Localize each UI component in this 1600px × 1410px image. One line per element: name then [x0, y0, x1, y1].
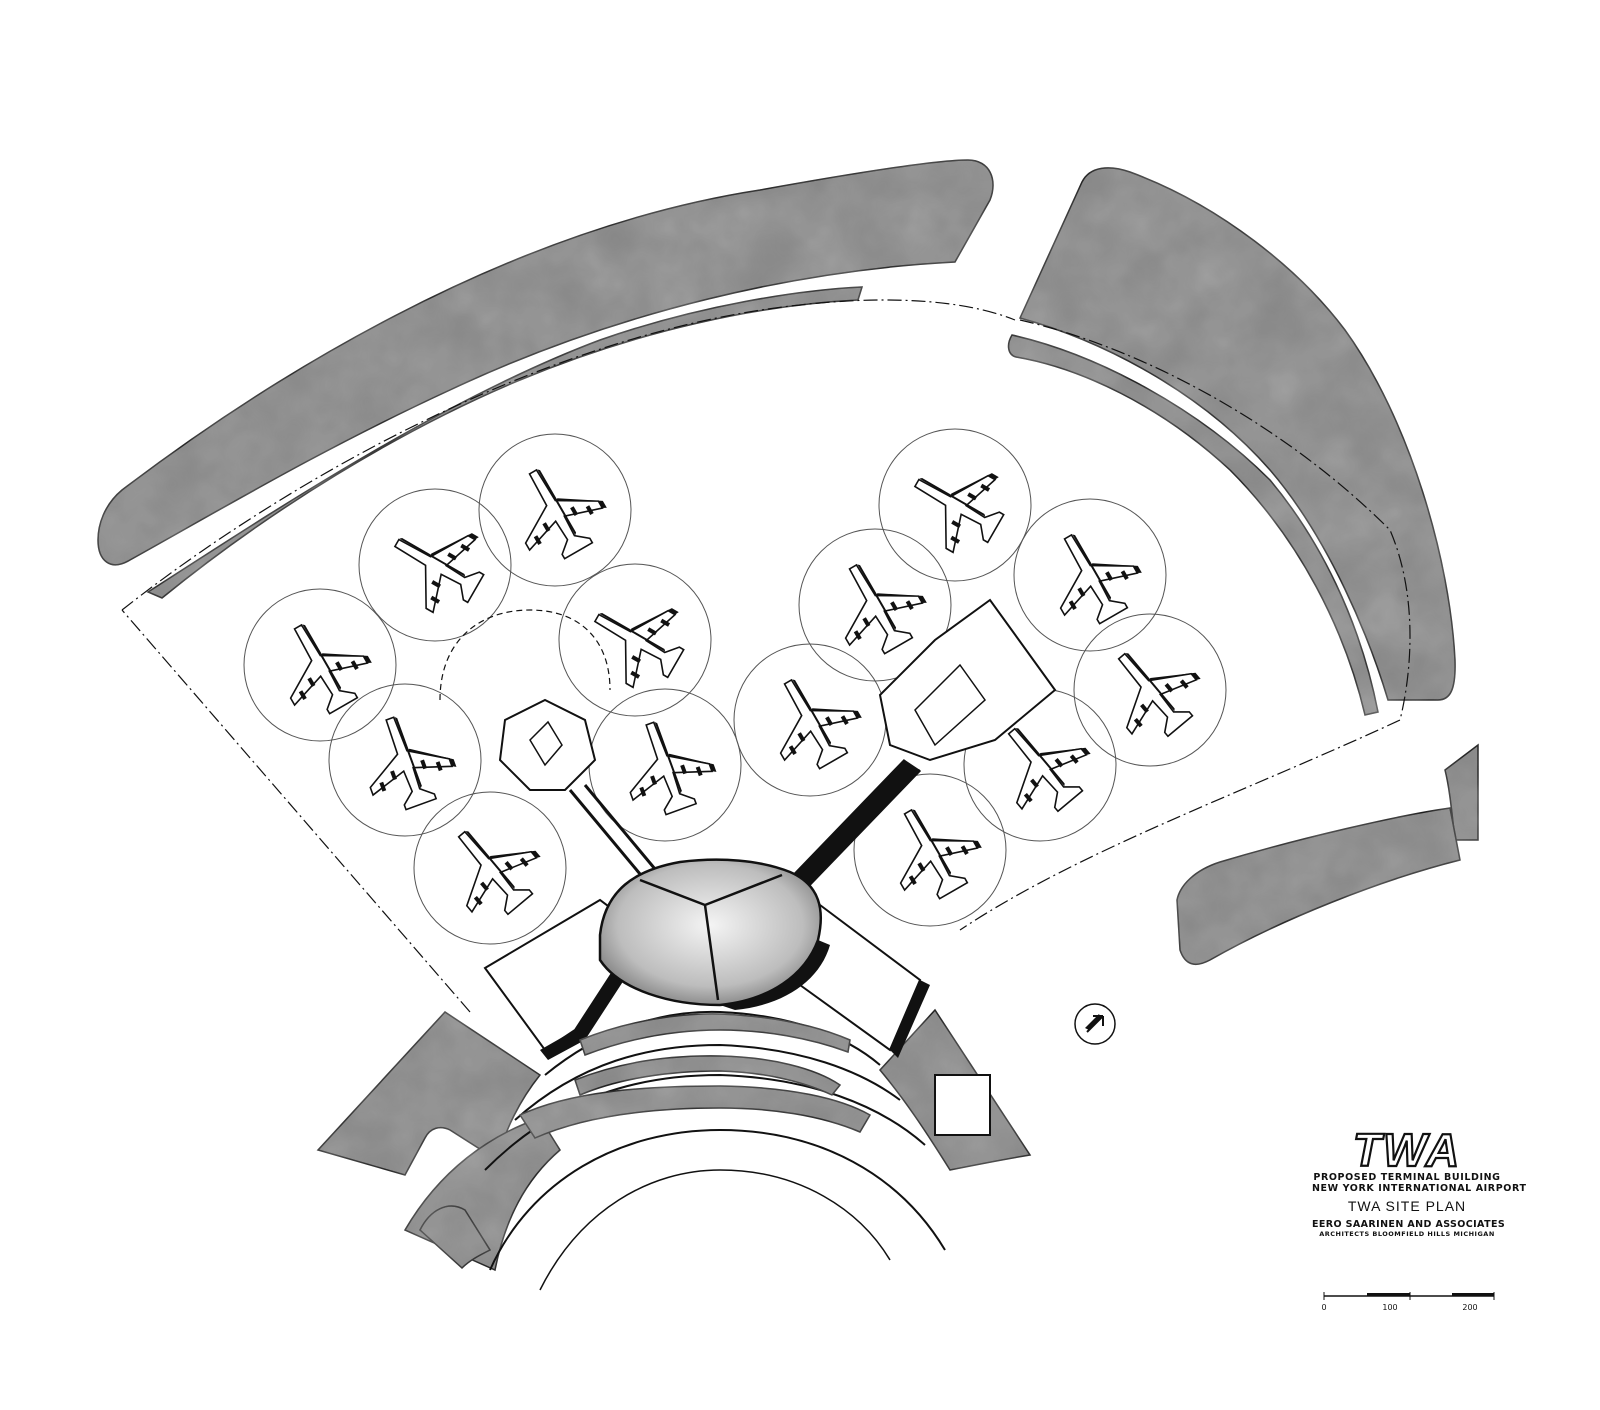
dome-shadow: [720, 940, 830, 1010]
svg-text:TWA: TWA: [1353, 1128, 1461, 1172]
airplane-icon: [750, 658, 875, 783]
east-thin-strip: [1007, 334, 1379, 716]
north-curved-strip: [97, 159, 994, 566]
gate-circle: [413, 791, 567, 945]
loop-road: [489, 1128, 946, 1271]
scale-label-200: 200: [1462, 1303, 1477, 1312]
twa-logo: TWA: [1352, 1128, 1461, 1172]
project-line-1: PROPOSED TERMINAL BUILDING: [1313, 1172, 1501, 1183]
sheet-title: TWA SITE PLAN: [1347, 1198, 1467, 1214]
satellite-pods: [498, 598, 1057, 791]
parking-structure: [934, 1074, 991, 1136]
gate-circle: [558, 563, 712, 717]
terminal-dome: [598, 858, 822, 1007]
aircraft-layer: [260, 442, 1217, 932]
airplane-icon: [870, 788, 995, 913]
east-wing-shadow: [890, 980, 930, 1058]
scale-label-100: 100: [1382, 1303, 1397, 1312]
terminal-building: [598, 858, 830, 1010]
east-corridor-fill: [770, 760, 920, 910]
south-block: [419, 1205, 492, 1270]
gate-circle: [358, 488, 512, 642]
airplane-icon: [609, 707, 726, 825]
firm-name: EERO SAARINEN AND ASSOCIATES: [1312, 1219, 1506, 1230]
airplane-icon: [495, 448, 620, 573]
parking-block: [934, 1074, 991, 1136]
airplane-icon: [1088, 625, 1217, 754]
scale-label-0: 0: [1322, 1303, 1327, 1312]
apron-outline: [121, 299, 1411, 1013]
gate-circle: [243, 588, 397, 742]
gate-circle: [853, 773, 1007, 927]
north-arrow-icon: [1074, 1003, 1116, 1045]
gate-circle: [328, 683, 482, 837]
gate-circle: [878, 428, 1032, 582]
airplane-icon: [349, 702, 466, 820]
west-corridor: [568, 784, 662, 881]
gate-circle: [798, 528, 952, 682]
airplane-icon: [575, 577, 700, 701]
airplane-icon: [428, 803, 557, 932]
gate-circle: [1073, 613, 1227, 767]
east-parcel-upper: [1444, 743, 1479, 841]
island-3: [518, 1085, 872, 1139]
east-parcel-lower: [1176, 807, 1461, 966]
firm-location: ARCHITECTS BLOOMFIELD HILLS MICHIGAN: [1319, 1230, 1495, 1238]
west-satellite-core: [529, 720, 563, 767]
west-dashed-ring: [439, 609, 611, 701]
dome-ribs: [639, 873, 783, 1001]
road-arc-outer: [514, 1043, 901, 1121]
road-islands: [518, 1013, 872, 1139]
loop-road-inner: [539, 1169, 891, 1291]
east-satellite-core: [914, 663, 986, 747]
project-line-2: NEW YORK INTERNATIONAL AIRPORT: [1312, 1183, 1527, 1194]
title-block: TWA PROPOSED TERMINAL BUILDING NEW YORK …: [1312, 1128, 1527, 1239]
gate-circle: [1013, 498, 1167, 652]
scale-bar: 0 100 200: [1322, 1292, 1495, 1312]
gate-circle: [478, 433, 632, 587]
island-2: [574, 1055, 842, 1097]
east-large-area: [1018, 167, 1456, 701]
airplane-icon: [895, 442, 1020, 566]
airplane-icon: [1030, 513, 1155, 638]
island-1: [579, 1013, 851, 1056]
airplane-icon: [260, 603, 385, 728]
